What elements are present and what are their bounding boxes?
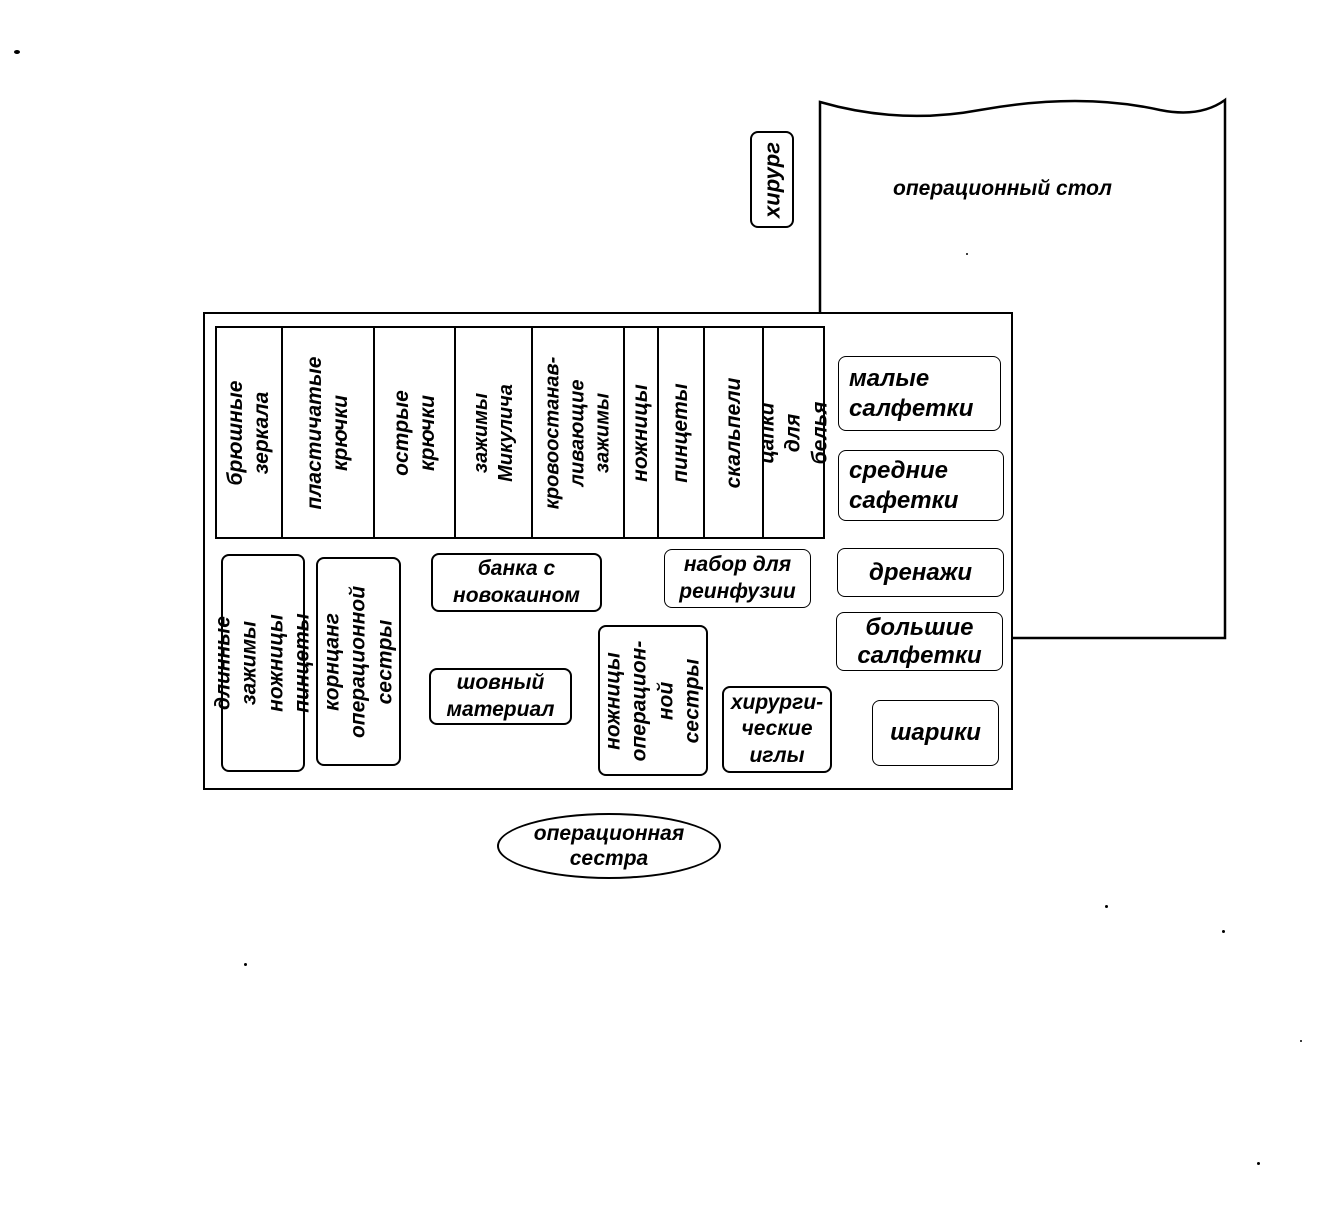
reinfusion-kit-label: набор для реинфузии <box>679 553 796 603</box>
column-label: кровоостанав- ливающие зажимы <box>541 356 614 509</box>
operating-nurse-label: операционная сестра <box>533 821 685 870</box>
column-krovoostanavlivayushchie-zazhimy: кровоостанав- ливающие зажимы <box>533 328 625 537</box>
operating-nurse-ellipse: операционная сестра <box>497 813 721 879</box>
small-napkins-label: малые салфетки <box>849 364 974 422</box>
column-nozhnitsy: ножницы <box>625 328 659 537</box>
scan-speck <box>14 50 20 54</box>
nurse-forceps-box: корнцанг операционной сестры <box>316 557 401 766</box>
column-label: пластичатые крючки <box>302 356 352 509</box>
suture-material-label: шовный материал <box>446 671 555 721</box>
surgeon-label: хирург <box>759 141 785 218</box>
scan-speck <box>966 253 968 255</box>
column-label: пинцеты <box>668 382 692 483</box>
novocaine-jar-label: банка с новокаином <box>453 557 580 607</box>
column-plastichatye-kryuchki: пластичатые крючки <box>283 328 375 537</box>
medium-napkins-box: средние сафетки <box>838 450 1004 521</box>
long-instruments-label: длинные зажимы ножницы пинцеты <box>211 613 314 713</box>
column-pintsety: пинцеты <box>659 328 705 537</box>
nurse-scissors-label: ножницы операцион- ной сестры <box>601 640 704 761</box>
scan-speck <box>1257 1162 1260 1165</box>
column-ostrye-kryuchki: острые крючки <box>375 328 456 537</box>
instrument-columns-grid: брюшные зеркала пластичатые крючки остры… <box>215 326 831 539</box>
balls-box: шарики <box>872 700 999 766</box>
large-napkins-label: большие салфетки <box>857 613 982 669</box>
column-label: ножницы <box>628 383 652 482</box>
scan-speck <box>1300 1040 1302 1042</box>
novocaine-jar-box: банка с новокаином <box>431 553 602 612</box>
surgical-needles-label: хирурги- ческие иглы <box>730 691 824 767</box>
drains-box: дренажи <box>837 548 1004 597</box>
long-instruments-box: длинные зажимы ножницы пинцеты <box>212 554 313 772</box>
drains-label: дренажи <box>868 558 973 586</box>
column-label: брюшные зеркала <box>223 380 273 485</box>
operating-table-label: операционный стол <box>893 177 1112 200</box>
large-napkins-box: большие салфетки <box>836 612 1003 671</box>
medium-napkins-label: средние сафетки <box>849 456 959 514</box>
column-label: острые крючки <box>389 389 439 476</box>
surgeon-box: хирург <box>750 131 794 228</box>
column-label: зажимы Микулича <box>469 383 517 482</box>
nurse-scissors-box: ножницы операцион- ной сестры <box>598 625 708 776</box>
scan-speck <box>1105 905 1108 908</box>
column-skalpeli: скальпели <box>705 328 764 537</box>
scan-speck <box>244 963 247 966</box>
column-label: скальпели <box>721 377 745 488</box>
balls-label: шарики <box>890 719 981 746</box>
column-tsapki-dlya-belya: цапки для белья <box>755 328 831 537</box>
surgical-needles-box: хирурги- ческие иглы <box>722 686 832 773</box>
column-zazhimy-mikulicha: зажимы Микулича <box>456 328 533 537</box>
column-brushnye-zerkala: брюшные зеркала <box>217 328 283 537</box>
reinfusion-kit-box: набор для реинфузии <box>664 549 811 608</box>
column-label: цапки для белья <box>755 401 831 464</box>
suture-material-box: шовный материал <box>429 668 572 725</box>
nurse-forceps-label: корнцанг операционной сестры <box>320 585 396 738</box>
small-napkins-box: малые салфетки <box>838 356 1001 431</box>
scan-speck <box>1222 930 1225 933</box>
